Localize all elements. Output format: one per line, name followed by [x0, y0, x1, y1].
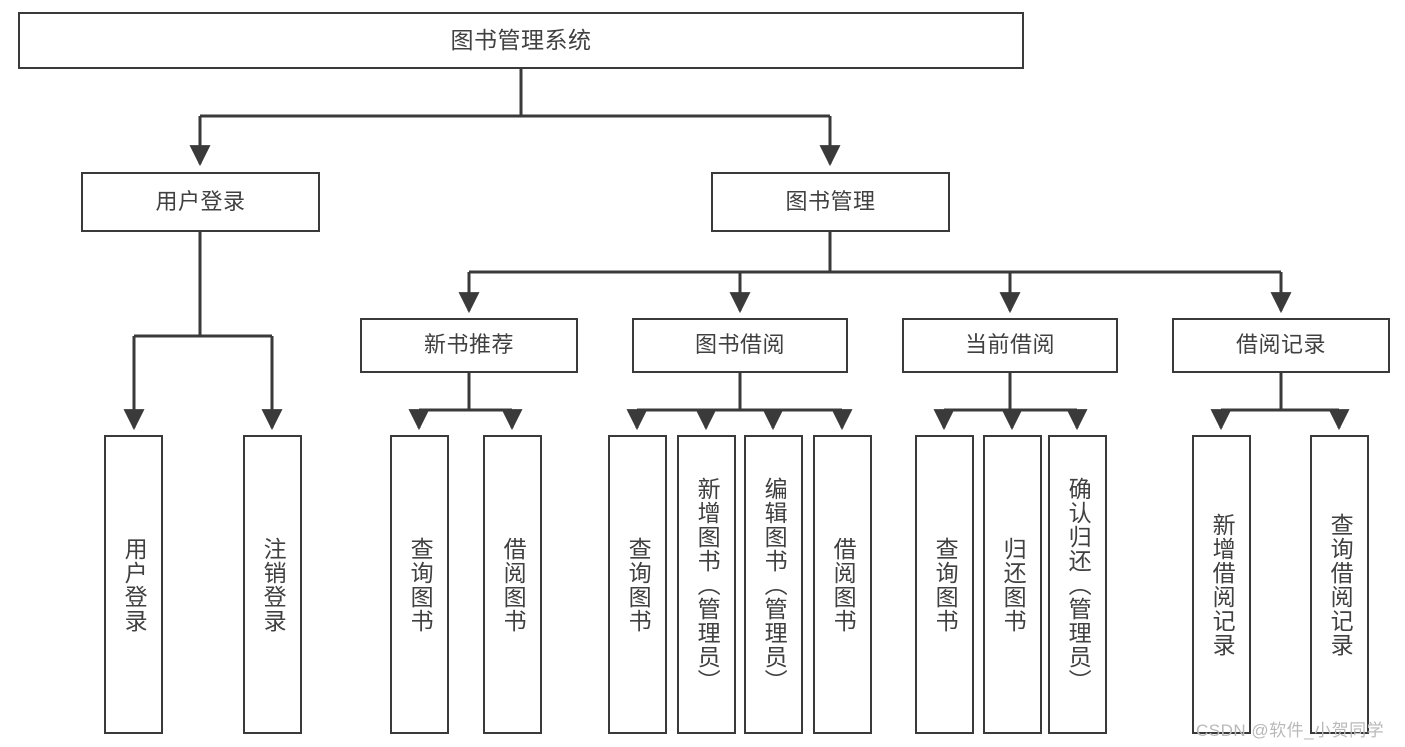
- node-label: 查询图书: [932, 536, 959, 633]
- node-label: 图书管理: [785, 188, 876, 214]
- node-label: 查询图书: [407, 536, 434, 633]
- node-label: 当前借阅: [964, 332, 1055, 358]
- node-leaf-borrow-book-1[interactable]: 借阅图书: [483, 435, 542, 734]
- node-leaf-query-record[interactable]: 查询借阅记录: [1310, 435, 1369, 734]
- node-leaf-edit-book[interactable]: 编辑图书（管理员）: [744, 435, 803, 734]
- node-leaf-query-book-1[interactable]: 查询图书: [390, 435, 449, 734]
- node-leaf-query-book-3[interactable]: 查询图书: [915, 435, 974, 734]
- node-label: 用户登录: [121, 536, 148, 633]
- node-label: 借阅图书: [500, 536, 527, 633]
- node-label: 注销登录: [260, 536, 287, 633]
- node-label: 归还图书: [1000, 536, 1027, 633]
- node-label: 借阅记录: [1235, 332, 1326, 358]
- node-label: 确认归还（管理员）: [1065, 476, 1092, 693]
- node-leaf-add-book[interactable]: 新增图书（管理员）: [677, 435, 736, 734]
- node-label: 查询借阅记录: [1327, 512, 1354, 657]
- node-label: 用户登录: [155, 188, 246, 214]
- node-label: 图书借阅: [694, 332, 785, 358]
- node-label: 新增图书（管理员）: [694, 476, 721, 693]
- csdn-watermark: CSDN @软件_小贺同学: [1196, 721, 1385, 740]
- node-user-login[interactable]: 用户登录: [81, 172, 320, 232]
- node-leaf-user-login[interactable]: 用户登录: [104, 435, 163, 734]
- node-new-book-recommend[interactable]: 新书推荐: [360, 318, 578, 373]
- node-label: 新书推荐: [423, 332, 514, 358]
- node-leaf-add-record[interactable]: 新增借阅记录: [1192, 435, 1251, 734]
- node-borrow-record[interactable]: 借阅记录: [1172, 318, 1390, 373]
- node-leaf-borrow-book-2[interactable]: 借阅图书: [813, 435, 872, 734]
- node-label: 图书管理系统: [450, 26, 592, 53]
- node-label: 查询图书: [625, 536, 652, 633]
- node-label: 借阅图书: [830, 536, 857, 633]
- node-label: 新增借阅记录: [1209, 512, 1236, 657]
- node-leaf-query-book-2[interactable]: 查询图书: [608, 435, 667, 734]
- node-leaf-confirm-return[interactable]: 确认归还（管理员）: [1048, 435, 1107, 734]
- node-book-manage[interactable]: 图书管理: [711, 172, 950, 232]
- node-current-borrow[interactable]: 当前借阅: [902, 318, 1118, 373]
- node-label: 编辑图书（管理员）: [761, 476, 788, 693]
- node-leaf-return-book[interactable]: 归还图书: [983, 435, 1042, 734]
- node-book-borrow[interactable]: 图书借阅: [632, 318, 848, 373]
- node-leaf-user-logout[interactable]: 注销登录: [243, 435, 302, 734]
- node-root-system[interactable]: 图书管理系统: [18, 12, 1024, 69]
